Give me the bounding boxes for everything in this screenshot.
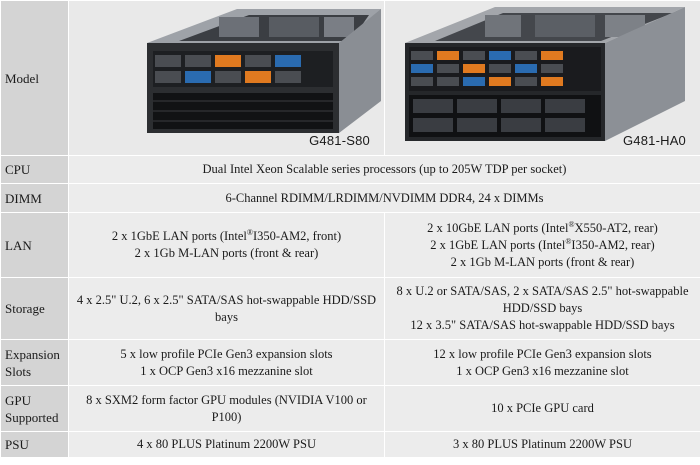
psu-row: PSU 4 x 80 PLUS Platinum 2200W PSU 3 x 8…: [0, 431, 700, 458]
psu-right: 3 x 80 PLUS Platinum 2200W PSU: [384, 431, 700, 458]
expansion-left: 5 x low profile PCIe Gen3 expansion slot…: [68, 339, 385, 386]
lan-left-line: 2 x 1Gb M-LAN ports (front & rear): [134, 246, 319, 260]
model-row: Model: [0, 0, 700, 156]
server-image-g481-ha0: [405, 7, 685, 141]
model-right-cell: G481-HA0: [384, 0, 700, 156]
storage-label: Storage: [0, 277, 69, 340]
lan-label: LAN: [0, 212, 69, 278]
lan-right-line: 2 x 10GbE LAN ports (Intel®X550-AT2, rea…: [427, 219, 658, 235]
storage-row: Storage 4 x 2.5" U.2, 6 x 2.5" SATA/SAS …: [0, 277, 700, 340]
dimm-value: 6-Channel RDIMM/LRDIMM/NVDIMM DDR4, 24 x…: [68, 183, 700, 213]
cpu-value: Dual Intel Xeon Scalable series processo…: [68, 155, 700, 184]
lan-left: 2 x 1GbE LAN ports (Intel®I350-AM2, fron…: [68, 212, 385, 278]
storage-left: 4 x 2.5" U.2, 6 x 2.5" SATA/SAS hot-swap…: [68, 277, 385, 340]
lan-right-line: 2 x 1Gb M-LAN ports (front & rear): [450, 254, 635, 269]
model-name-left: G481-S80: [309, 133, 370, 148]
psu-label: PSU: [0, 431, 69, 458]
model-left-cell: G481-S80: [68, 0, 385, 156]
dimm-row: DIMM 6-Channel RDIMM/LRDIMM/NVDIMM DDR4,…: [0, 183, 700, 213]
lan-row: LAN 2 x 1GbE LAN ports (Intel®I350-AM2, …: [0, 212, 700, 278]
gpu-left: 8 x SXM2 form factor GPU modules (NVIDIA…: [68, 385, 385, 432]
dimm-label: DIMM: [0, 183, 69, 213]
expansion-right: 12 x low profile PCIe Gen3 expansion slo…: [384, 339, 700, 386]
cpu-label: CPU: [0, 155, 69, 184]
storage-right: 8 x U.2 or SATA/SAS, 2 x SATA/SAS 2.5" h…: [384, 277, 700, 340]
expansion-label: Expansion Slots: [0, 339, 69, 386]
model-name-right: G481-HA0: [622, 133, 686, 148]
server-image-g481-s80: [147, 9, 381, 133]
model-label: Model: [0, 0, 69, 156]
gpu-label: GPU Supported: [0, 385, 69, 432]
lan-right-line: 2 x 1GbE LAN ports (Intel®I350-AM2, rear…: [430, 236, 655, 252]
gpu-right: 10 x PCIe GPU card: [384, 385, 700, 432]
expansion-row: Expansion Slots 5 x low profile PCIe Gen…: [0, 339, 700, 386]
gpu-row: GPU Supported 8 x SXM2 form factor GPU m…: [0, 385, 700, 432]
cpu-row: CPU Dual Intel Xeon Scalable series proc…: [0, 155, 700, 184]
lan-right: 2 x 10GbE LAN ports (Intel®X550-AT2, rea…: [384, 212, 700, 278]
psu-left: 4 x 80 PLUS Platinum 2200W PSU: [68, 431, 385, 458]
lan-left-line: 2 x 1GbE LAN ports (Intel®I350-AM2, fron…: [111, 227, 342, 243]
